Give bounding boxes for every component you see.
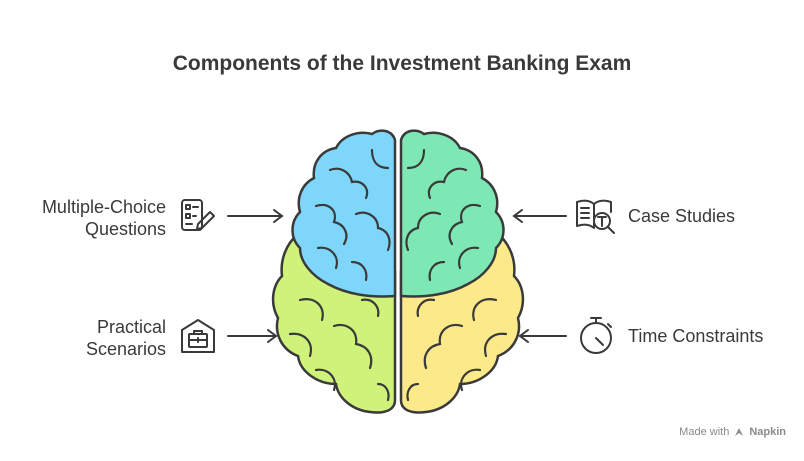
label-time: Time Constraints xyxy=(628,326,764,346)
arrow-practical xyxy=(227,329,278,343)
brain-lobe-case-studies xyxy=(399,129,505,298)
footer-prefix: Made with xyxy=(679,426,730,438)
arrow-multiple-choice xyxy=(227,209,284,223)
label-multiple-choice: Multiple-Choice Questions xyxy=(41,197,166,239)
footer-credit[interactable]: Made with Napkin xyxy=(679,426,786,438)
stopwatch-icon xyxy=(580,317,612,354)
napkin-logo-icon xyxy=(735,428,744,436)
briefcase-house-icon xyxy=(181,319,215,353)
footer-brand: Napkin xyxy=(749,426,786,438)
arrow-time xyxy=(518,329,567,343)
brain-lobe-multiple-choice xyxy=(291,129,397,298)
label-case-studies: Case Studies xyxy=(628,206,736,226)
label-practical: Practical Scenarios xyxy=(85,317,166,359)
arrow-case-studies xyxy=(512,209,567,223)
checklist-pencil-icon xyxy=(181,199,215,231)
page-title: Components of the Investment Banking Exa… xyxy=(172,52,632,75)
book-magnifier-icon xyxy=(576,199,615,234)
